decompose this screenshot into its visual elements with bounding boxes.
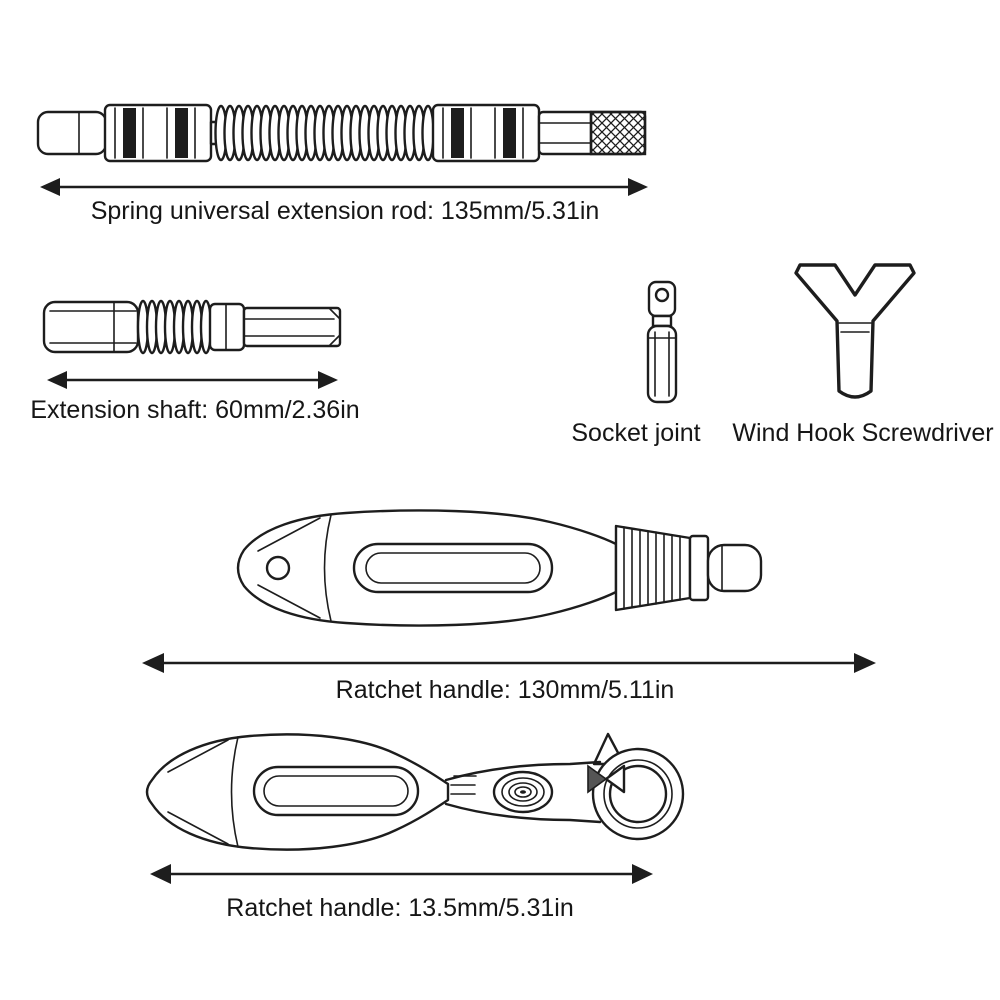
wind-hook-screwdriver-label: Wind Hook Screwdriver	[732, 419, 994, 447]
ratchet-handle-short-illustration	[145, 732, 685, 851]
ratchet-handle-short-dimension-label: Ratchet handle: 13.5mm/5.31in	[226, 894, 574, 922]
extension-shaft-dimension-arrow	[47, 371, 338, 389]
spring-rod-dimension-label: Spring universal extension rod: 135mm/5.…	[90, 197, 600, 225]
socket-joint-label: Socket joint	[571, 419, 701, 447]
extension-shaft-dimension-label: Extension shaft: 60mm/2.36in	[30, 396, 360, 424]
socket-joint-illustration	[646, 280, 678, 404]
extension-shaft-illustration	[42, 299, 342, 355]
spring-extension-rod-illustration	[36, 103, 647, 163]
ratchet-handle-long-dimension-arrow	[142, 653, 876, 673]
wind-hook-screwdriver-illustration	[794, 263, 916, 399]
spring-rod-dimension-arrow	[40, 178, 648, 196]
ratchet-handle-long-illustration	[236, 509, 763, 627]
ratchet-handle-short-dimension-arrow	[150, 864, 653, 884]
ratchet-handle-long-dimension-label: Ratchet handle: 130mm/5.11in	[335, 676, 675, 704]
